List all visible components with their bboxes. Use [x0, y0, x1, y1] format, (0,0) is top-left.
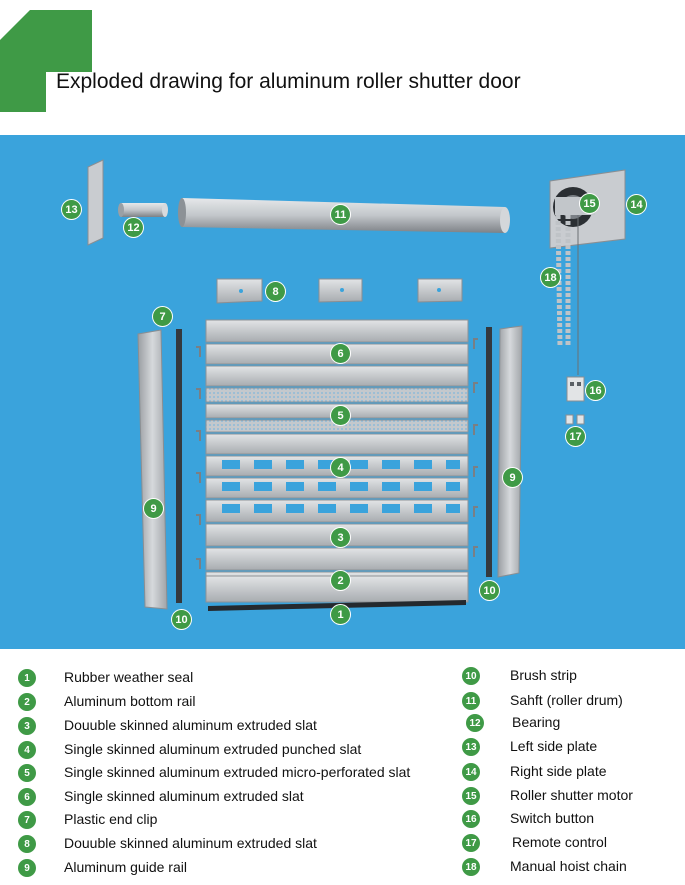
legend-label: Single skinned aluminum extruded punched…	[64, 741, 362, 757]
legend-number: 8	[18, 835, 36, 853]
legend-number: 12	[466, 714, 484, 732]
page-title: Exploded drawing for aluminum roller shu…	[56, 70, 521, 93]
callout-4: 4	[331, 458, 350, 477]
callout-18: 18	[541, 268, 560, 287]
legend-number: 10	[462, 667, 480, 685]
legend-label: Aluminum bottom rail	[64, 693, 196, 709]
legend-number: 18	[462, 858, 480, 876]
callout-11: 11	[331, 205, 350, 224]
callout-9-left: 9	[144, 499, 163, 518]
legend-number: 16	[462, 810, 480, 828]
exploded-diagram: 1 2 3 4 5 6 7 8 9 10 10 11 12 13 14 15 1…	[0, 135, 685, 649]
legend-number: 1	[18, 669, 36, 687]
legend-label: Douuble skinned aluminum extruded slat	[64, 835, 317, 851]
callout-8: 8	[266, 282, 285, 301]
callout-7: 7	[153, 307, 172, 326]
legend-label: Brush strip	[510, 667, 577, 683]
legend-label: Right side plate	[510, 763, 607, 779]
switch-button	[566, 376, 585, 402]
legend-number: 4	[18, 741, 36, 759]
remote-control	[565, 414, 585, 425]
callout-9-right: 9	[503, 468, 522, 487]
callout-14: 14	[627, 195, 646, 214]
callout-13: 13	[62, 200, 81, 219]
legend-label: Sahft (roller drum)	[510, 692, 623, 708]
legend-label: Douuble skinned aluminum extruded slat	[64, 717, 317, 733]
guide-rails	[137, 325, 523, 610]
legend-number: 7	[18, 811, 36, 829]
callout-10-right: 10	[480, 581, 499, 600]
legend-number: 2	[18, 693, 36, 711]
callout-12: 12	[124, 218, 143, 237]
legend-number: 17	[462, 834, 480, 852]
legend-label: Bearing	[512, 714, 561, 730]
callout-16: 16	[586, 381, 605, 400]
header: Exploded drawing for aluminum roller shu…	[0, 0, 685, 130]
callout-1: 1	[331, 605, 350, 624]
legend-label: Manual hoist chain	[510, 858, 627, 874]
legend-label: Plastic end clip	[64, 811, 158, 827]
left-side-plate	[87, 159, 104, 246]
callout-17: 17	[566, 427, 585, 446]
legend-number: 14	[462, 763, 480, 781]
legend-number: 6	[18, 788, 36, 806]
bearing	[118, 203, 168, 217]
legend-label: Switch button	[510, 810, 595, 826]
callout-2: 2	[331, 571, 350, 590]
legend-label: Left side plate	[510, 738, 598, 754]
legend-number: 15	[462, 787, 480, 805]
legend-number: 13	[462, 738, 480, 756]
callout-15: 15	[580, 194, 599, 213]
logo-shape	[0, 10, 92, 112]
legend-label: Single skinned aluminum extruded micro-p…	[64, 764, 411, 780]
legend-label: Aluminum guide rail	[64, 859, 187, 875]
callout-6: 6	[331, 344, 350, 363]
legend-number: 5	[18, 764, 36, 782]
legend-label: Roller shutter motor	[510, 787, 633, 803]
legend-number: 3	[18, 717, 36, 735]
legend-label: Remote control	[512, 834, 607, 850]
legend-number: 11	[462, 692, 480, 710]
legend-number: 9	[18, 859, 36, 877]
legend-label: Single skinned aluminum extruded slat	[64, 788, 304, 804]
callout-5: 5	[331, 406, 350, 425]
brush-strips	[176, 327, 492, 603]
callout-3: 3	[331, 528, 350, 547]
end-clips	[216, 278, 463, 304]
legend: 1 Rubber weather seal 2 Aluminum bottom …	[0, 655, 685, 885]
legend-label: Rubber weather seal	[64, 669, 194, 685]
callout-10-left: 10	[172, 610, 191, 629]
